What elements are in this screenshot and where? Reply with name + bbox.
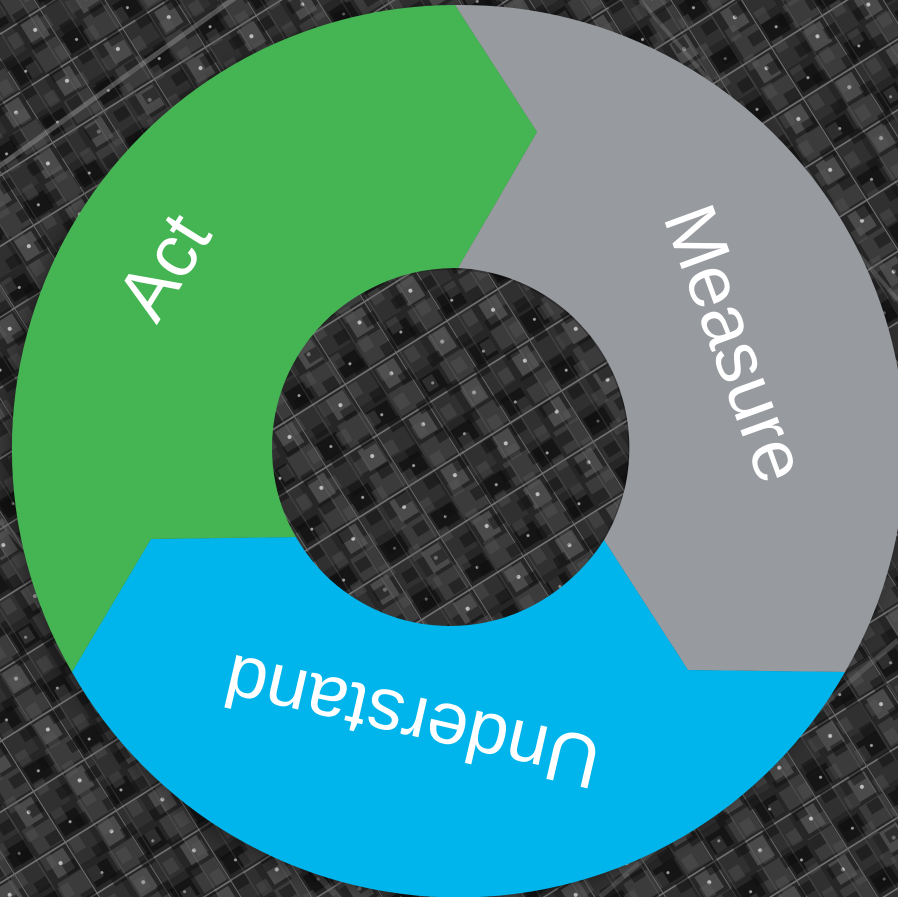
segment-act — [11, 5, 538, 672]
ring — [11, 4, 898, 897]
segment-measure — [455, 4, 898, 672]
segment-understand — [72, 537, 845, 897]
